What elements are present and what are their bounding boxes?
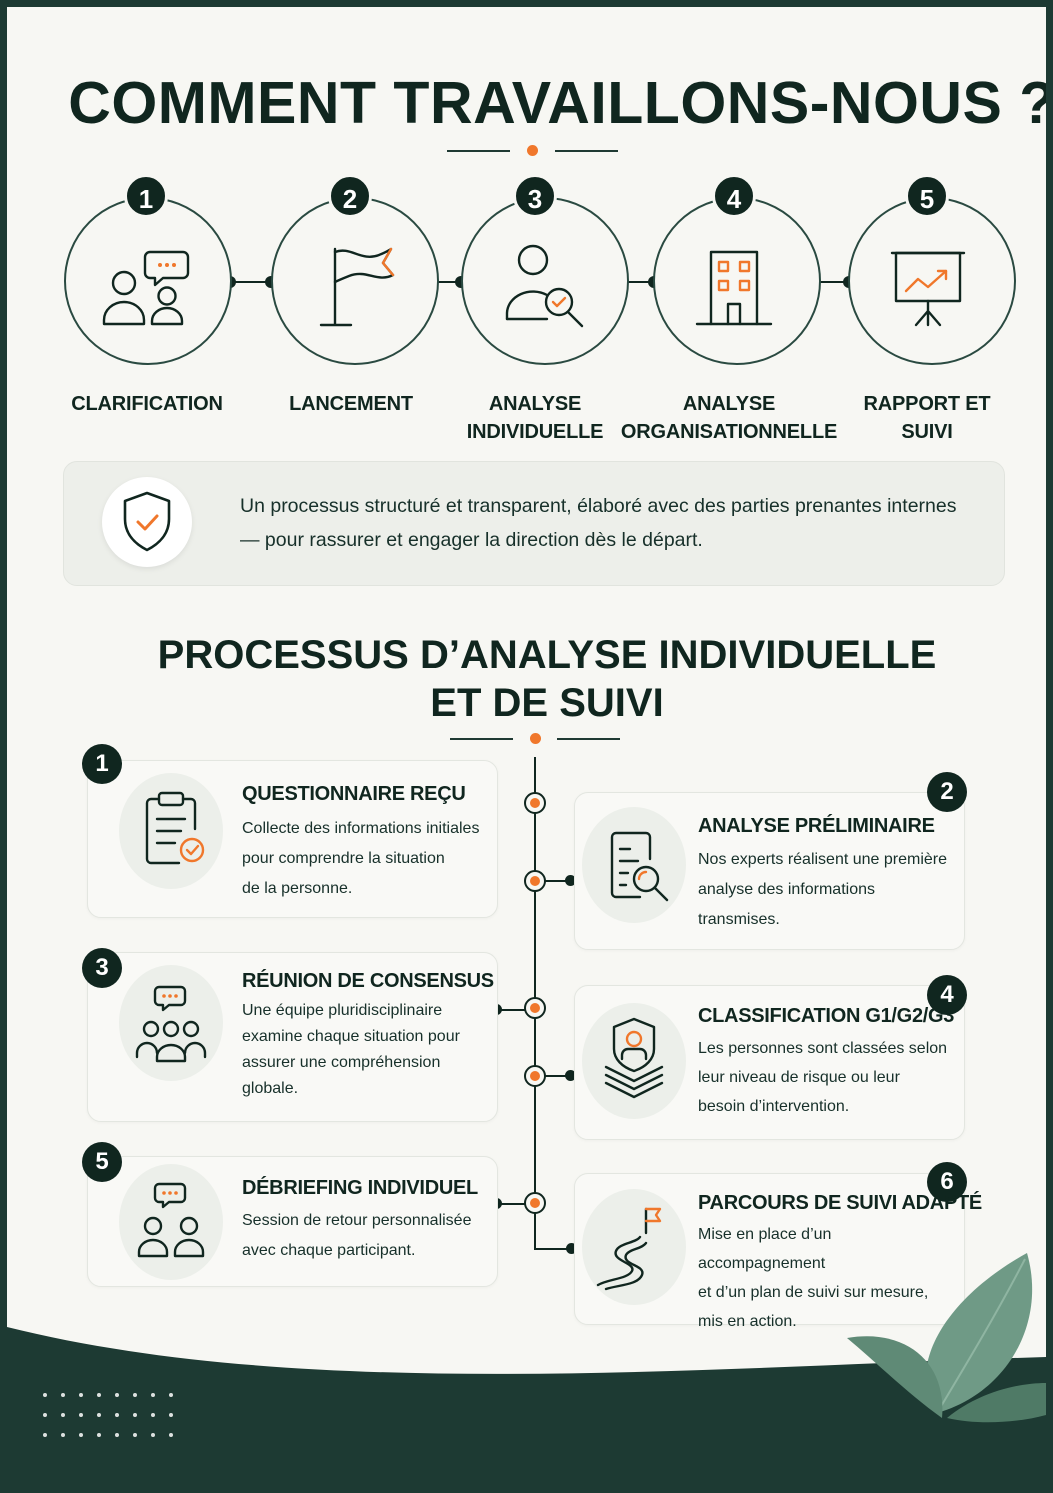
step-connector-2-3 xyxy=(425,281,461,283)
timeline-end-branch xyxy=(534,1248,570,1250)
process-title-3: RÉUNION DE CONSENSUS xyxy=(242,970,494,992)
step-2-circle xyxy=(271,197,439,365)
step-5-label: RAPPORT ET SUIVI xyxy=(863,393,991,443)
step-3-label: ANALYSE INDIVIDUELLE xyxy=(466,393,604,443)
process-badge-5: 5 xyxy=(82,1142,122,1182)
person-magnifier-icon xyxy=(505,244,584,328)
timeline-end-dot xyxy=(566,1243,577,1254)
info-box xyxy=(63,461,1005,586)
section-divider-right xyxy=(557,738,620,740)
clipboard-check-icon xyxy=(145,791,205,865)
timeline-node-3 xyxy=(524,997,546,1019)
document-search-icon xyxy=(610,831,669,902)
step-5-circle xyxy=(848,197,1016,365)
building-icon xyxy=(695,250,773,326)
infographic-poster: COMMENT TRAVAILLONS-NOUS ? 1 CLARIFICATI… xyxy=(7,7,1046,1486)
two-people-chat-icon xyxy=(137,1182,205,1258)
timeline-branch-dot-4 xyxy=(565,1070,576,1081)
step-connector-4-5 xyxy=(812,281,848,283)
process-desc-2: Nos experts réalisent une première analy… xyxy=(698,851,948,928)
process-icon-2-bg xyxy=(582,807,686,923)
decorative-leaves xyxy=(847,1253,1046,1423)
step-connector-1-2 xyxy=(229,281,271,283)
process-badge-4: 4 xyxy=(927,975,967,1015)
presentation-chart-icon xyxy=(890,251,966,327)
process-icon-4-bg xyxy=(582,1003,686,1119)
footer-wave xyxy=(7,1327,1046,1486)
title-divider-left xyxy=(447,150,510,152)
process-title-6: PARCOURS DE SUIVI ADAPTÉ xyxy=(698,1192,982,1214)
process-desc-6: Mise en place d’un accompagnement et d’u… xyxy=(698,1226,929,1330)
step-3-circle xyxy=(461,197,629,365)
timeline-branch-3 xyxy=(498,1009,526,1011)
step-connector-3-4 xyxy=(615,281,653,283)
title-divider-right xyxy=(555,150,618,152)
process-desc-4: Les personnes sont classées selon leur n… xyxy=(698,1040,948,1115)
winding-path-flag-icon xyxy=(596,1207,662,1291)
flag-icon xyxy=(319,247,395,327)
process-badge-1: 1 xyxy=(82,744,122,784)
step-1-circle xyxy=(64,197,232,365)
timeline-branch-2 xyxy=(545,880,569,882)
section-title: PROCESSUS D’ANALYSE INDIVIDUELLE ET DE S… xyxy=(157,633,937,725)
process-title-4: CLASSIFICATION G1/G2/G3 xyxy=(698,1005,955,1027)
title-divider-dot xyxy=(527,145,538,156)
process-icon-6-bg xyxy=(582,1189,686,1305)
process-badge-6: 6 xyxy=(927,1162,967,1202)
step-2-badge: 2 xyxy=(328,174,372,218)
team-chat-icon xyxy=(135,985,207,1063)
timeline-branch-5 xyxy=(498,1203,526,1205)
timeline-node-2 xyxy=(524,870,546,892)
section-divider-left xyxy=(450,738,513,740)
step-4-badge: 4 xyxy=(712,174,756,218)
process-icon-5-bg xyxy=(119,1164,223,1280)
process-badge-2: 2 xyxy=(927,772,967,812)
step-4-label: ANALYSE ORGANISATIONNELLE xyxy=(620,393,838,443)
process-desc-3: Une équipe pluridisciplinaire examine ch… xyxy=(242,1002,460,1097)
step-2-label: LANCEMENT xyxy=(289,393,413,415)
process-icon-1-bg xyxy=(119,773,223,889)
section-divider-dot xyxy=(530,733,541,744)
process-icon-3-bg xyxy=(119,965,223,1081)
process-title-5: DÉBRIEFING INDIVIDUEL xyxy=(242,1177,478,1199)
step-3-badge: 3 xyxy=(513,174,557,218)
step-1-badge: 1 xyxy=(124,174,168,218)
info-text: Un processus structuré et transparent, é… xyxy=(240,495,957,551)
process-title-1: QUESTIONNAIRE REÇU xyxy=(242,783,466,805)
timeline-node-1 xyxy=(524,792,546,814)
shield-check-icon xyxy=(123,491,171,552)
timeline-node-5 xyxy=(524,1192,546,1214)
timeline-node-4 xyxy=(524,1065,546,1087)
step-5-badge: 5 xyxy=(905,174,949,218)
process-desc-5: Session de retour personnalisée avec cha… xyxy=(242,1212,472,1259)
shield-badge xyxy=(102,477,192,567)
process-title-2: ANALYSE PRÉLIMINAIRE xyxy=(698,815,935,837)
step-4-circle xyxy=(653,197,821,365)
step-1-label: CLARIFICATION xyxy=(71,393,223,415)
page-title: COMMENT TRAVAILLONS-NOUS ? xyxy=(68,70,1046,136)
process-desc-1: Collecte des informations initiales pour… xyxy=(242,820,480,897)
timeline-branch-4 xyxy=(545,1075,569,1077)
timeline-branch-dot-2 xyxy=(565,875,576,886)
decorative-dots xyxy=(43,1393,187,1437)
people-chat-icon xyxy=(102,250,190,326)
process-badge-3: 3 xyxy=(82,948,122,988)
shield-layers-icon xyxy=(604,1017,664,1099)
